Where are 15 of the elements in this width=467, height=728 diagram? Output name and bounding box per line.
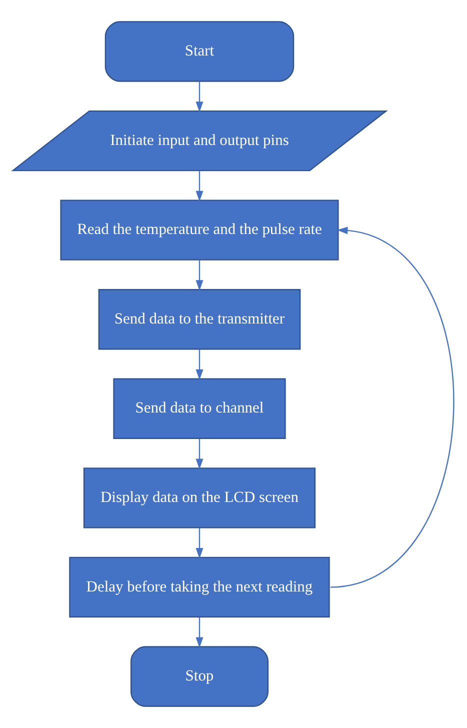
arrow (196, 438, 204, 470)
node-box: Send data to the transmitter (98, 289, 301, 350)
node-box: Stop (130, 646, 269, 707)
node-box: Delay before taking the next reading (69, 556, 330, 618)
arrow (196, 170, 204, 202)
node-box: Read the temperature and the pulse rate (60, 200, 339, 260)
arrow (196, 528, 204, 559)
arrow (196, 82, 204, 112)
arrow (196, 260, 204, 291)
node-box: Start (104, 21, 294, 82)
arrow (196, 350, 204, 380)
arrow (330, 226, 454, 588)
node-box: Send data to channel (113, 378, 286, 439)
arrow (196, 617, 204, 648)
node-box: Display data on the LCD screen (83, 468, 316, 528)
